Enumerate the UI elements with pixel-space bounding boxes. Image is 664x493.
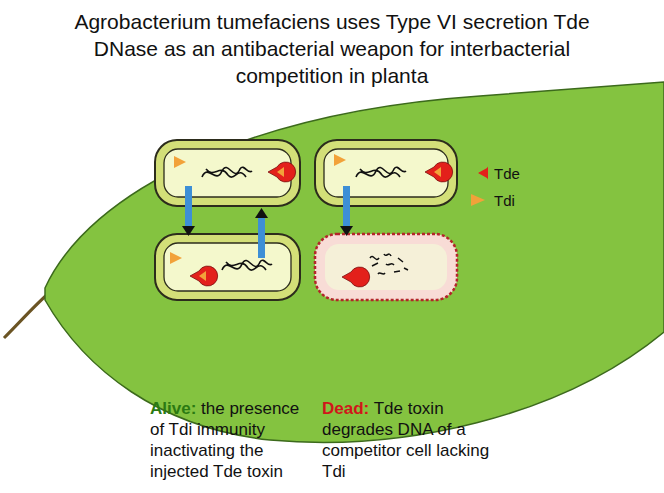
outcome-note: Alive: the presence of Tdi immunity inac…: [150, 398, 315, 482]
legend-entry: Tde: [468, 163, 520, 183]
bacterium-cell: [155, 140, 300, 206]
legend-text: Tde: [494, 165, 520, 182]
legend-entry: Tdi: [468, 190, 515, 210]
legend-swatch: [468, 163, 488, 183]
outcome-word: Alive:: [150, 399, 196, 418]
outcome-word: Dead:: [322, 399, 369, 418]
t6ss-injection: [182, 186, 353, 258]
legend-text: Tdi: [494, 192, 515, 209]
leaf-stem: [4, 292, 50, 338]
bacterium-cell: [315, 140, 457, 206]
bacterium-cell: [155, 234, 300, 300]
outcome-note: Dead: Tde toxin degrades DNA of a compet…: [322, 398, 492, 482]
leaf: [45, 82, 664, 442]
dead-cell: [315, 234, 457, 300]
title: Agrobacterium tumefaciens uses Type VI s…: [40, 8, 624, 89]
legend-swatch: [468, 190, 488, 210]
